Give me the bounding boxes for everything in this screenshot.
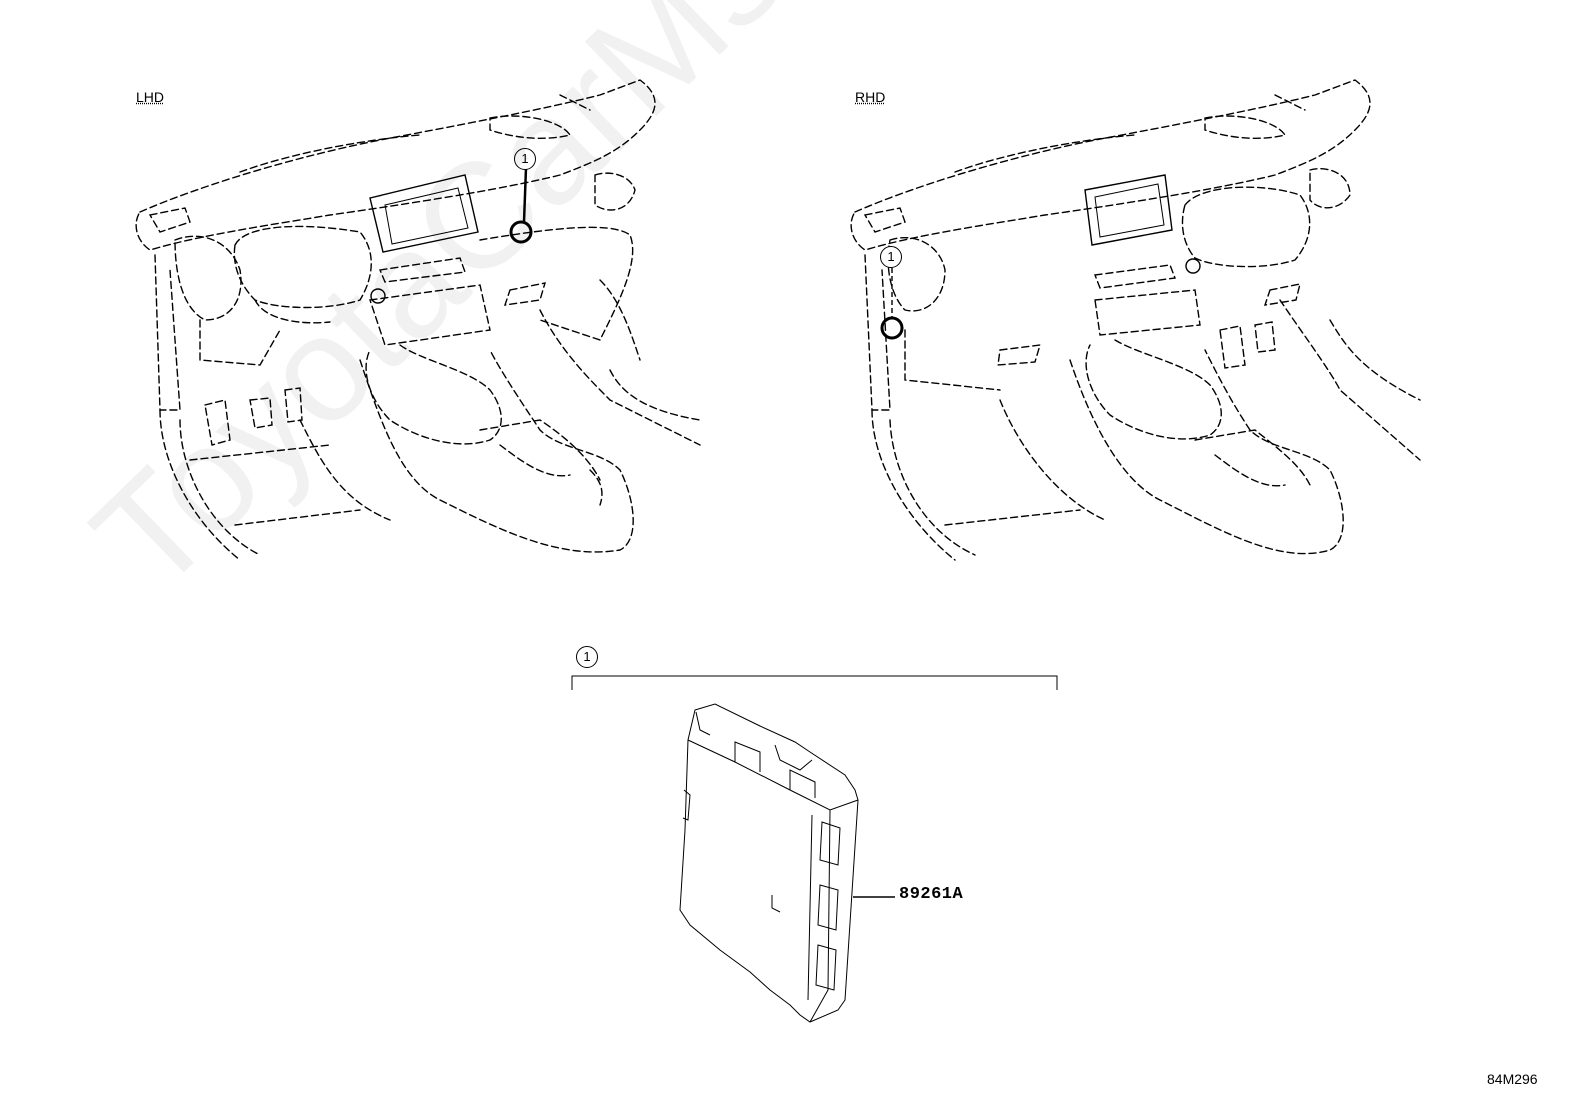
callout-rhd-1: 1 (880, 246, 902, 268)
ecu-module-illustration (680, 704, 858, 1022)
lhd-view-label: LHD (136, 89, 164, 105)
diagram-code: 84M296 (1487, 1071, 1538, 1087)
callout-part-1: 1 (576, 646, 598, 668)
rhd-dashboard-illustration (851, 80, 1420, 560)
part-number-label[interactable]: 89261A (899, 885, 963, 904)
rhd-view-label: RHD (855, 89, 885, 105)
part-detail (572, 676, 1057, 1022)
lhd-dashboard-illustration (136, 80, 700, 560)
callout-lhd-1: 1 (514, 148, 536, 170)
